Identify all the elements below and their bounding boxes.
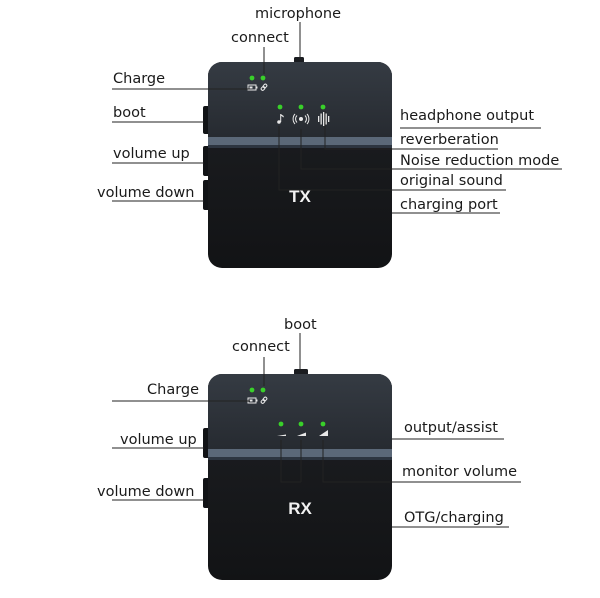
label-rx-volume-up: volume up (120, 432, 197, 448)
music-note-icon (277, 114, 284, 124)
tx-body-top-panel (208, 62, 392, 140)
rx-connect-led (260, 387, 266, 393)
level-low-icon (277, 434, 286, 436)
rx-led-1 (278, 421, 284, 427)
label-volume-up: volume up (113, 146, 190, 162)
rx-led-2 (298, 421, 304, 427)
rx-led-3 (320, 421, 326, 427)
link-icon (260, 83, 268, 91)
tx-microphone-port (294, 57, 304, 63)
label-monitor-volume: monitor volume (402, 464, 518, 480)
rx-boot-top-button (294, 369, 308, 375)
tx-led-3 (320, 104, 326, 110)
label-rx-volume-down: volume down (97, 484, 195, 500)
tx-device: TX (203, 57, 392, 268)
level-high-icon (319, 430, 328, 436)
label-microphone: microphone (255, 6, 342, 22)
rx-body-top-panel (208, 374, 392, 452)
tx-body-band (208, 137, 392, 145)
tx-connect-led (260, 75, 266, 81)
rx-device: RX (203, 369, 392, 580)
label-volume-down: volume down (97, 185, 195, 201)
tx-leader-lines (112, 22, 562, 214)
rx-charge-led (249, 387, 255, 393)
label-charge: Charge (113, 71, 166, 87)
label-otg-charging: OTG/charging (404, 510, 504, 526)
leader-reverberation (324, 111, 498, 150)
leader-noise-reduction (300, 129, 562, 170)
rx-device-label: RX (288, 499, 312, 518)
label-rx-boot: boot (284, 317, 317, 333)
broadcast-icon (292, 113, 310, 125)
link-icon (260, 396, 268, 404)
rx-body-band (208, 449, 392, 457)
leader-monitor-volume-1 (322, 440, 521, 483)
label-rx-connect: connect (232, 339, 290, 355)
tx-charge-led (249, 75, 255, 81)
tx-led-1 (277, 104, 283, 110)
label-boot: boot (113, 105, 146, 121)
label-charging-port: charging port (400, 197, 498, 213)
label-headphone-output: headphone output (400, 108, 535, 124)
label-reverberation: reverberation (400, 132, 499, 148)
label-output-assist: output/assist (404, 420, 498, 436)
label-rx-charge: Charge (147, 382, 200, 398)
leader-original-sound (278, 126, 506, 191)
rx-leader-lines (112, 333, 521, 528)
label-original-sound: original sound (400, 173, 503, 189)
sound-wave-icon (318, 112, 330, 126)
leader-monitor-volume-3 (280, 440, 301, 483)
tx-led-2 (298, 104, 304, 110)
battery-icon (247, 84, 258, 91)
label-connect: connect (231, 30, 289, 46)
level-mid-icon (297, 432, 306, 436)
tx-device-label: TX (289, 187, 311, 206)
label-noise-reduction-mode: Noise reduction mode (400, 153, 560, 169)
